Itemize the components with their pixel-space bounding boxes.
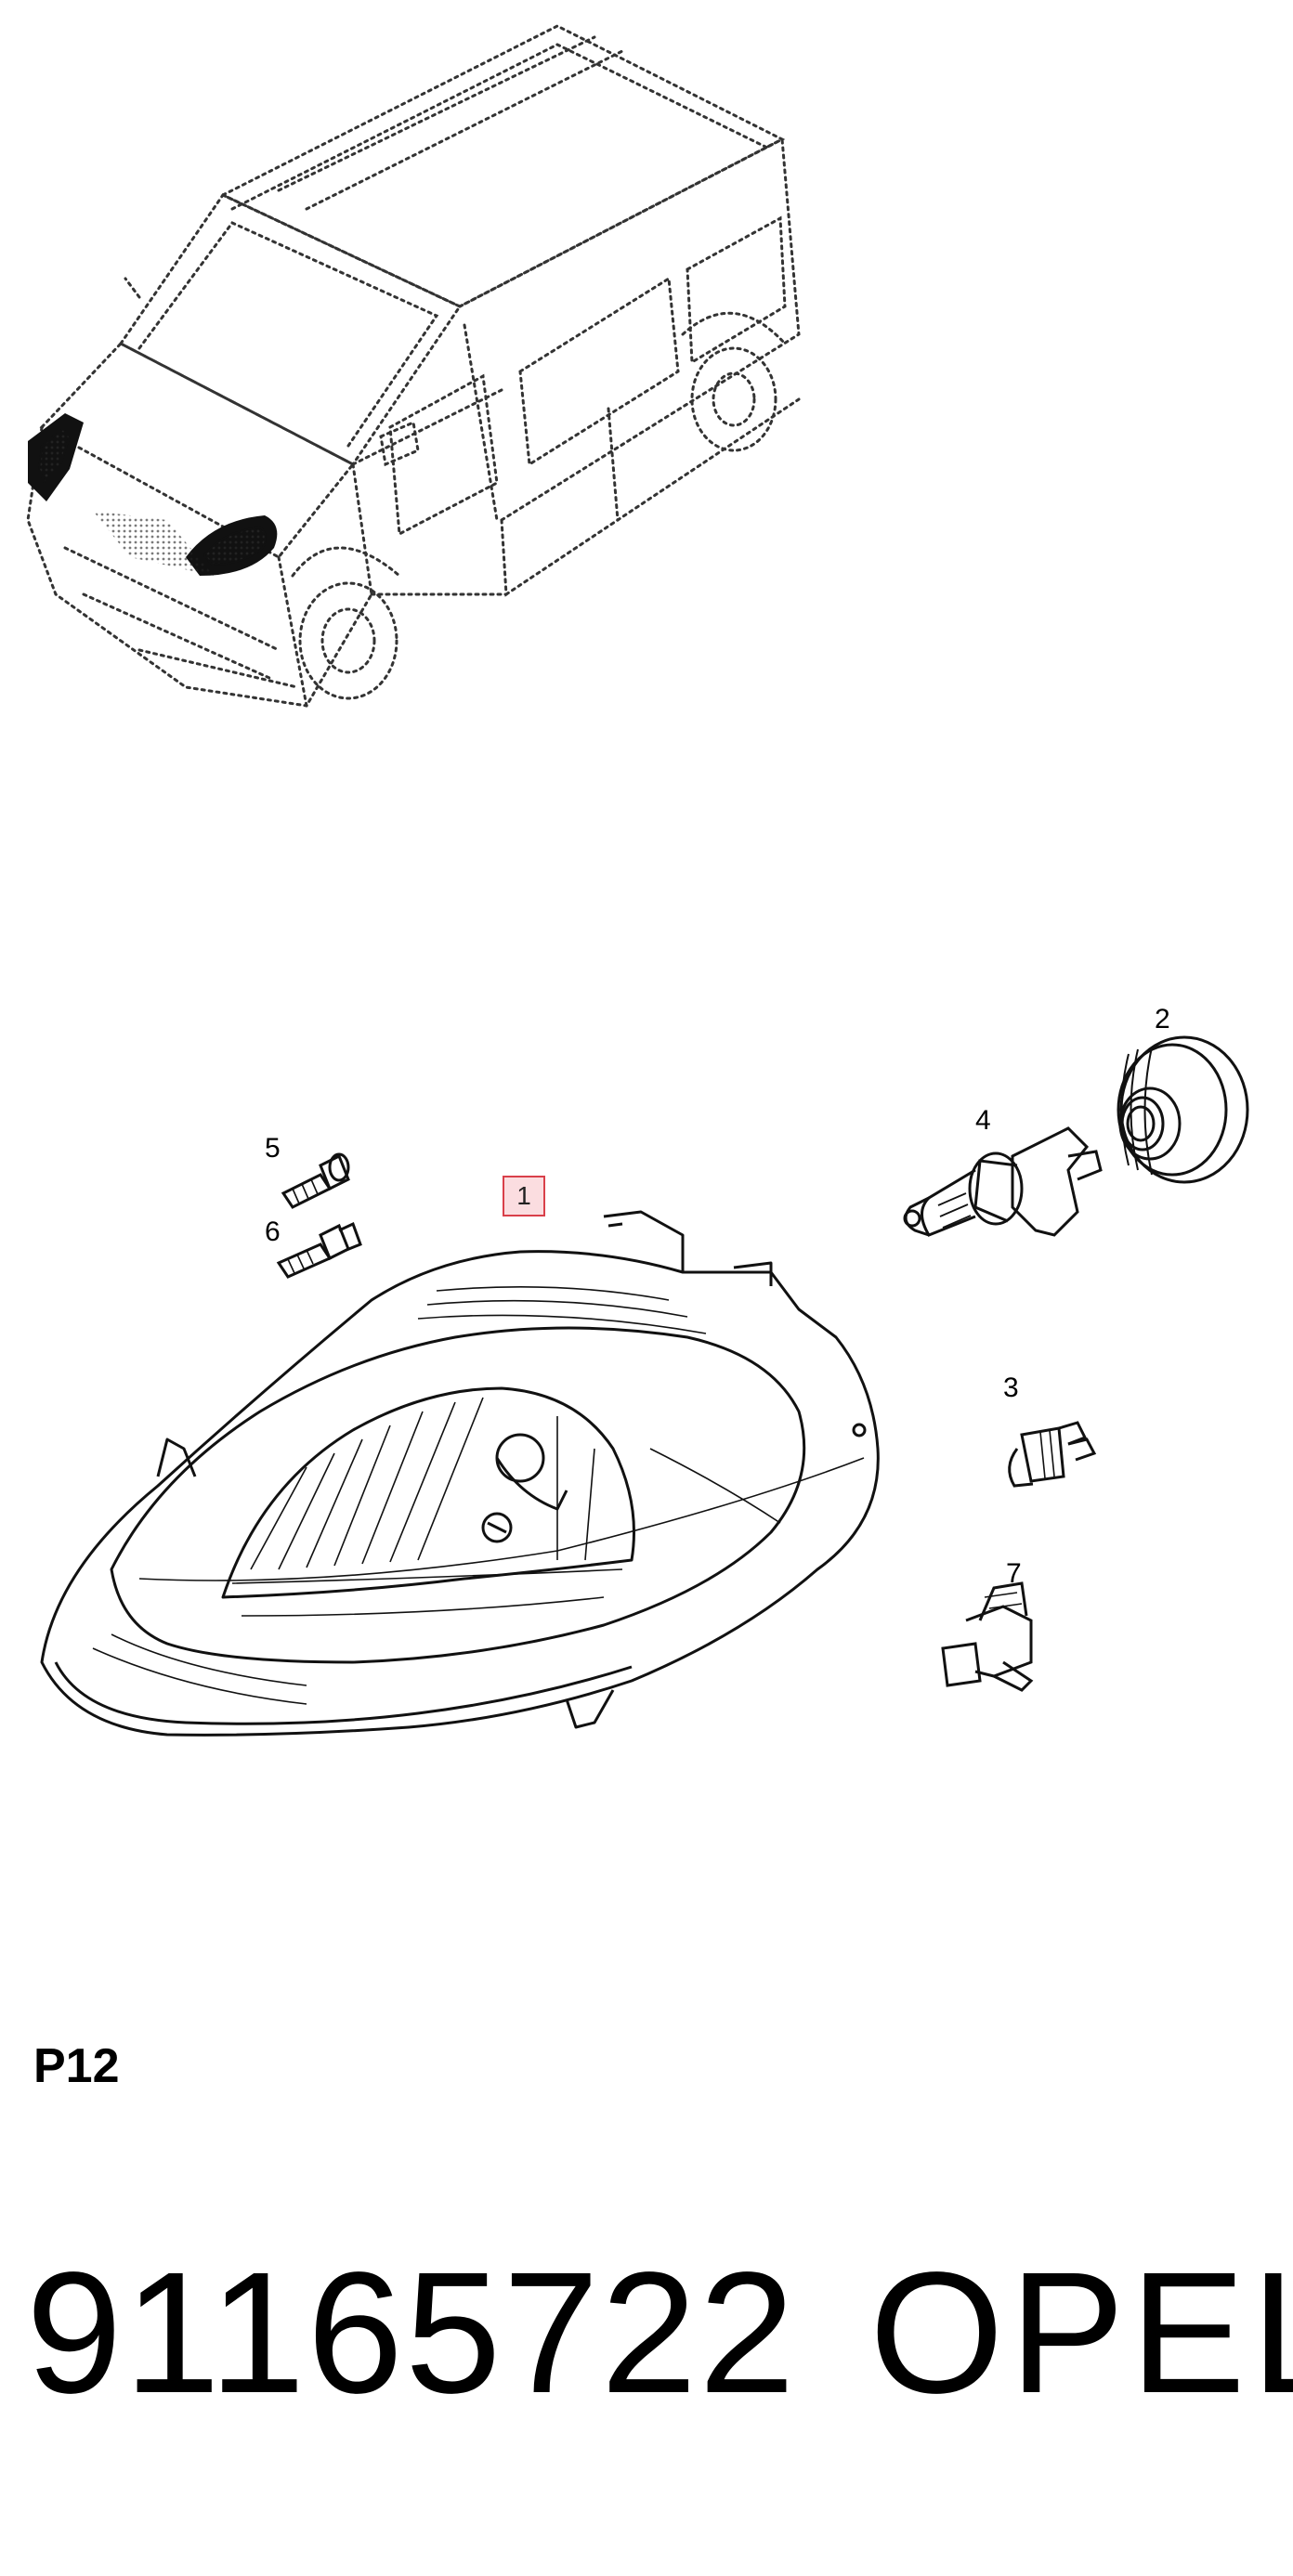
callout-4: 4 [975,1105,991,1136]
headlamp-assembly [40,1210,880,1737]
callout-7: 7 [1006,1558,1022,1589]
part-2-cover-cap [1117,1035,1249,1184]
callout-5: 5 [265,1133,281,1164]
part-5-screw [281,1152,350,1209]
van-highlighted-headlamps [28,413,278,576]
part-7-bulb-socket [941,1581,1034,1692]
brand-name: OPEL [869,2237,1293,2429]
callout-6: 6 [265,1216,281,1247]
part-number: 91165722 [26,2237,797,2429]
callout-2: 2 [1155,1004,1170,1034]
callout-3: 3 [1003,1373,1019,1403]
part-6-stud [276,1221,362,1279]
van-overview-illustration [26,24,801,708]
section-code: P12 [33,2039,120,2093]
callout-1-highlighted[interactable]: 1 [503,1176,545,1216]
part-4-headlight-bulb [903,1126,1103,1237]
part-3-parking-bulb [1008,1421,1097,1488]
